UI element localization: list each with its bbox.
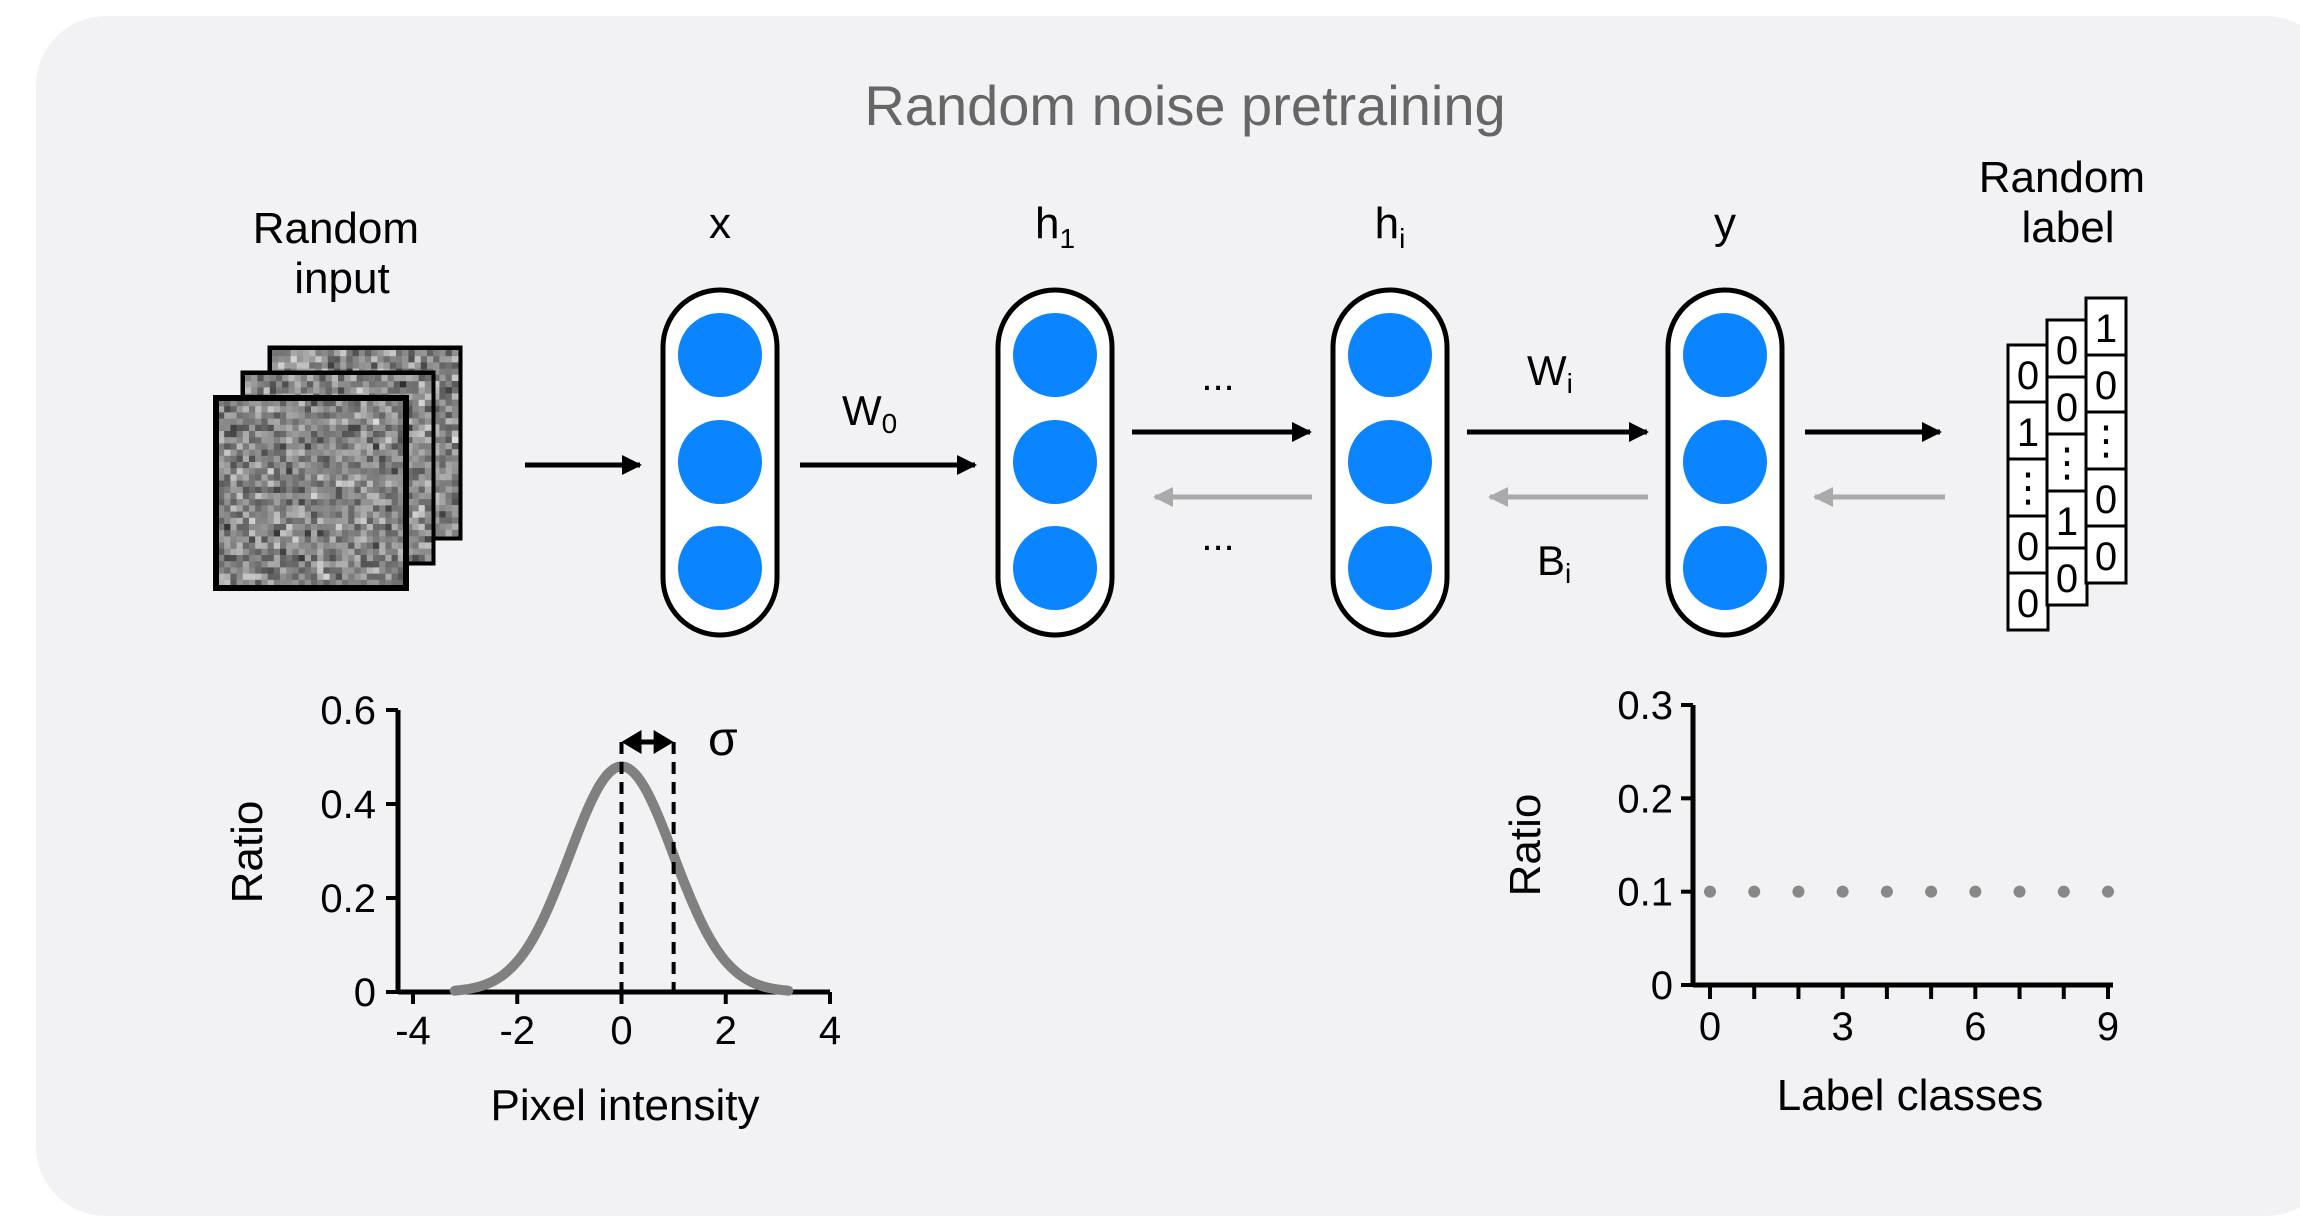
output-label: Random label: [1979, 153, 2158, 252]
label-cell: 0: [2095, 364, 2117, 408]
neuron-node: [1683, 526, 1767, 610]
output-label-line2: label: [2022, 203, 2115, 252]
y-axis-label: Ratio: [223, 801, 272, 904]
x-tick-label: 4: [819, 1009, 841, 1053]
neuron-node: [678, 313, 762, 397]
y-tick-label: 0.4: [320, 783, 376, 827]
label-vector: 0 1 ⋮ 0 0: [2006, 343, 2050, 632]
neuron-node: [1013, 526, 1097, 610]
input-label-line2: input: [294, 254, 389, 303]
x-tick-label: 6: [1964, 1005, 1986, 1049]
label-cell: 1: [2017, 411, 2039, 455]
sigma-arrow-left: [621, 730, 642, 754]
layer-label: y: [1714, 199, 1736, 248]
neuron-node: [1013, 420, 1097, 504]
data-point: [2057, 885, 2070, 898]
neuron-node: [1348, 526, 1432, 610]
label-cell: ⋮: [2008, 466, 2048, 510]
neuron-node: [1348, 313, 1432, 397]
x-tick-label: 0: [1699, 1005, 1721, 1049]
layer-label: hi: [1375, 199, 1406, 254]
label-cell: ⋮: [2086, 419, 2126, 463]
layer-label: h1: [1035, 199, 1075, 254]
wi-label: Wi: [1527, 347, 1573, 399]
data-point: [1969, 885, 1982, 898]
y-tick-label: 0.6: [320, 689, 376, 733]
label-vector: 1 0 ⋮ 0 0: [2084, 296, 2128, 585]
diagram-title: Random noise pretraining: [864, 74, 1505, 137]
data-point: [1925, 885, 1938, 898]
y-tick-label: 0.2: [1617, 777, 1673, 821]
label-cell: 1: [2095, 307, 2117, 351]
neuron-node: [1683, 313, 1767, 397]
data-point: [1704, 885, 1716, 898]
bi-label: Bi: [1537, 537, 1571, 589]
forward-ellipsis: ...: [1201, 355, 1234, 399]
neuron-node: [1348, 420, 1432, 504]
x-tick-label: -4: [395, 1009, 431, 1053]
y-tick-label: 0.1: [1617, 871, 1673, 915]
label-cell: 0: [2017, 525, 2039, 569]
sigma-label: σ: [708, 713, 738, 766]
x-tick-label: 2: [715, 1009, 737, 1053]
neuron-node: [1013, 313, 1097, 397]
neuron-node: [1683, 420, 1767, 504]
layer-x: x: [660, 199, 780, 638]
label-cell: 0: [2017, 582, 2039, 626]
data-point: [2013, 885, 2026, 898]
layer-y: y: [1665, 199, 1785, 638]
layer-label: x: [709, 199, 731, 248]
layer-h1: h1: [995, 199, 1115, 638]
label-cell: 0: [2017, 354, 2039, 398]
label-cell: 0: [2095, 535, 2117, 579]
y-tick-label: 0.2: [320, 877, 376, 921]
data-point: [1880, 885, 1893, 898]
label-vector: 0 0 ⋮ 1 0: [2045, 318, 2089, 607]
x-tick-label: -2: [499, 1009, 535, 1053]
neuron-node: [678, 526, 762, 610]
noise-image-stack: [213, 345, 463, 591]
input-label-line1: Random: [253, 204, 419, 253]
sigma-arrow-right: [653, 730, 674, 754]
w0-label: W0: [842, 387, 897, 439]
background-panel: [36, 16, 2300, 1216]
label-cell: 0: [2056, 386, 2078, 430]
y-axis-label: Ratio: [1501, 794, 1550, 897]
y-tick-label: 0: [1651, 964, 1673, 1008]
y-tick-label: 0: [354, 971, 376, 1015]
y-tick-label: 0.3: [1617, 684, 1673, 728]
data-point: [1792, 885, 1805, 898]
data-point: [2102, 885, 2114, 898]
label-cell: 1: [2056, 500, 2078, 544]
data-point: [1836, 885, 1849, 898]
layer-hi: hi: [1330, 199, 1450, 638]
input-label: Random input: [253, 204, 432, 303]
x-axis-label: Label classes: [1777, 1071, 2044, 1120]
gaussian-curve: [449, 761, 794, 996]
label-cell: 0: [2095, 478, 2117, 522]
backward-ellipsis: ...: [1201, 515, 1234, 559]
x-tick-label: 0: [610, 1009, 632, 1053]
x-axis-label: Pixel intensity: [490, 1081, 759, 1130]
x-tick-label: 3: [1832, 1005, 1854, 1049]
label-cell: ⋮: [2047, 441, 2087, 485]
x-tick-label: 9: [2097, 1005, 2119, 1049]
label-cell: 0: [2056, 329, 2078, 373]
output-label-line1: Random: [1979, 153, 2145, 202]
neuron-node: [678, 420, 762, 504]
label-cell: 0: [2056, 557, 2078, 601]
data-point: [1748, 885, 1761, 898]
